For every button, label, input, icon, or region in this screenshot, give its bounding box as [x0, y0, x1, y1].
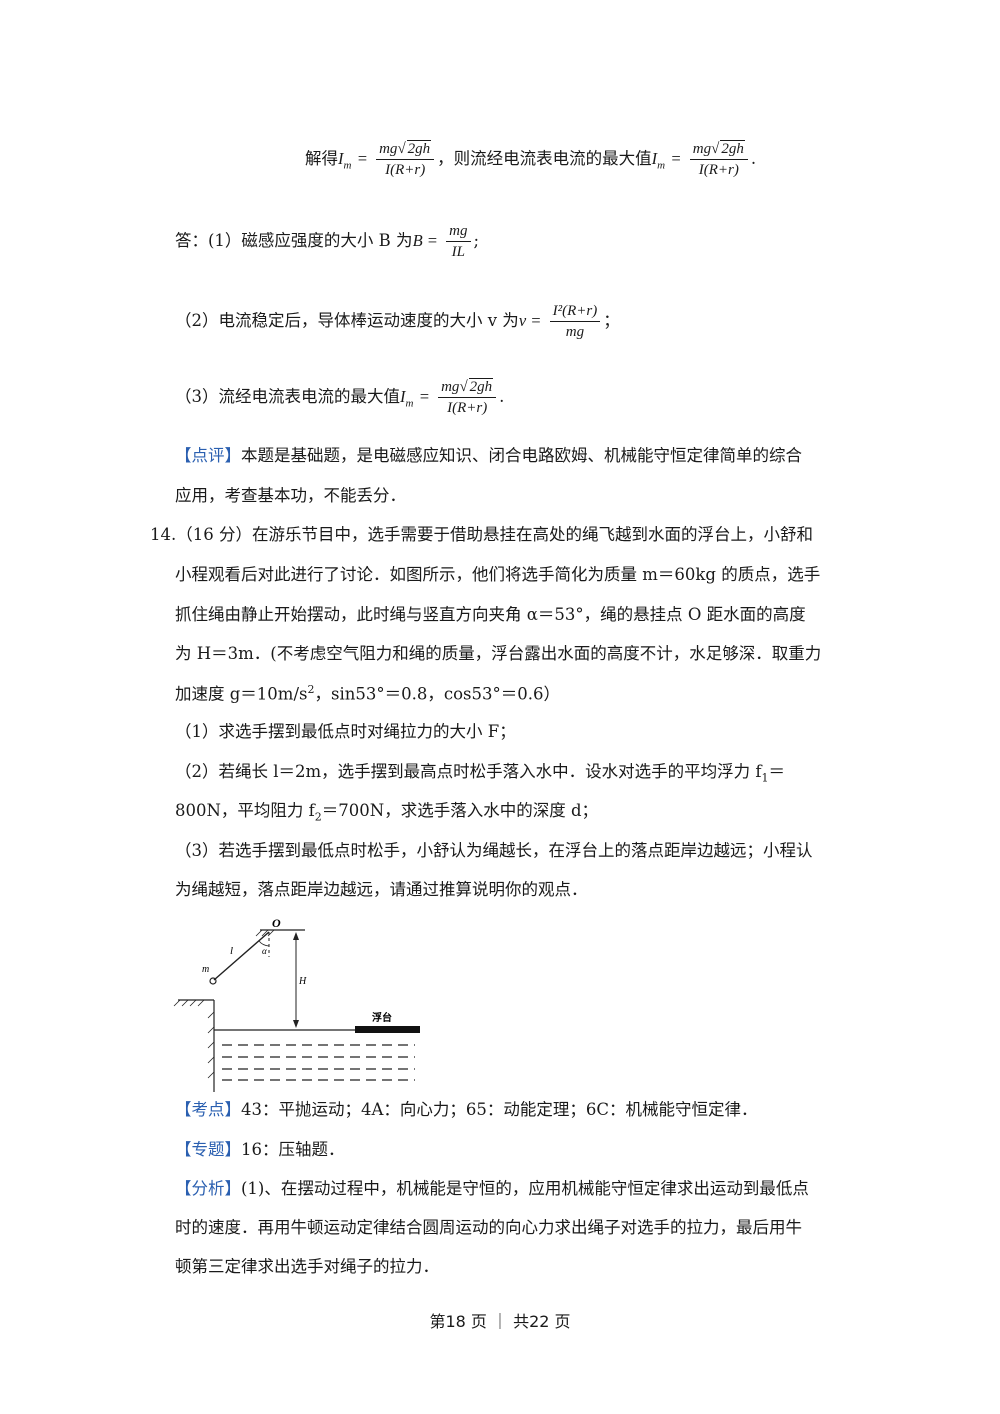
- equals-sign-3: =: [418, 387, 430, 406]
- zhuanti-line: 【专题】16：压轴题．: [175, 1140, 345, 1160]
- fenxi-text-1: (1)、在摆动过程中，机械能是守恒的，应用机械能守恒定律求出运动到最低点: [241, 1179, 809, 1198]
- review-line-2: 应用，考查基本功，不能丢分．: [175, 486, 406, 506]
- problem-line-2: 小程观看后对此进行了讨论．如图所示，他们将选手简化为质量 m＝60kg 的质点，…: [175, 565, 821, 584]
- semicolon-2: ；: [603, 311, 620, 330]
- answer-1: 答：(1）磁感应强度的大小 B 为B = mg IL ;: [175, 222, 479, 261]
- semicolon: ;: [473, 231, 480, 250]
- review-line-1: 【点评】本题是基础题，是电磁感应知识、闭合电路欧姆、机械能守恒定律简单的综合: [175, 446, 802, 466]
- im-symbol-3: Im: [400, 387, 414, 410]
- answer-2-label: （2）电流稳定后，导体棒运动速度的大小 v 为: [175, 311, 519, 330]
- fenxi-line-2: 时的速度．再用牛顿运动定律结合圆周运动的向心力求出绳子对选手的拉力，最后用牛: [175, 1218, 802, 1237]
- pendulum-figure: O l α m H 浮台: [173, 916, 420, 1092]
- im-symbol-2: Im: [651, 149, 666, 172]
- kaodian-text: 43：平抛运动；4A：向心力；65：动能定理；6C：机械能守恒定律．: [241, 1100, 758, 1119]
- problem-line-3: 抓住绳由静止开始摆动，此时绳与竖直方向夹角 α＝53°，绳的悬挂点 O 距水面的…: [175, 605, 806, 624]
- b-expr: B =: [412, 231, 438, 250]
- answer-2: （2）电流稳定后，导体棒运动速度的大小 v 为v = I²(R+r) mg ；: [175, 302, 620, 341]
- review-text-2: 应用，考查基本功，不能丢分．: [175, 486, 406, 505]
- im-fraction: mg√2gh I(R+r): [376, 140, 435, 179]
- solve-mid-text: ，则流经电流表电流的最大值: [437, 149, 652, 168]
- review-text-1: 本题是基础题，是电磁感应知识、闭合电路欧姆、机械能守恒定律简单的综合: [241, 446, 802, 465]
- page-footer: 第18 页 ｜ 共22 页: [429, 1312, 571, 1331]
- period: .: [750, 149, 757, 168]
- problem-line-1: 14.（16 分）在游乐节目中，选手需要于借助悬挂在高处的绳飞越到水面的浮台上，…: [150, 525, 813, 544]
- fenxi-tag: 【分析】: [175, 1179, 241, 1198]
- question-3-line-1: （3）若选手摆到最低点时松手，小舒认为绳越长，在浮台上的落点距岸边越远；小程认: [175, 841, 813, 860]
- label-h: H: [298, 976, 307, 987]
- label-alpha: α: [262, 946, 267, 956]
- zhuanti-tag: 【专题】: [175, 1140, 241, 1159]
- im-symbol: Im: [338, 149, 352, 172]
- question-2-line-2: 800N，平均阻力 f2＝700N，求选手落入水中的深度 d；: [175, 801, 599, 824]
- platform-shape: [355, 1026, 420, 1033]
- question-2-line-1: （2）若绳长 l＝2m，选手摆到最高点时松手落入水中．设水对选手的平均浮力 f1…: [175, 762, 786, 785]
- answer-3: （3）流经电流表电流的最大值Im = mg√2gh I(R+r) .: [175, 378, 504, 417]
- b-fraction: mg IL: [446, 222, 471, 261]
- fenxi-line-1: 【分析】(1)、在摆动过程中，机械能是守恒的，应用机械能守恒定律求出运动到最低点: [175, 1179, 809, 1199]
- v-fraction: I²(R+r) mg: [549, 302, 601, 341]
- im-fraction-2: mg√2gh I(R+r): [689, 140, 748, 179]
- label-platform: 浮台: [372, 1011, 392, 1024]
- fenxi-line-3: 顿第三定律求出选手对绳子的拉力．: [175, 1257, 439, 1276]
- question-1: （1）求选手摆到最低点时对绳拉力的大小 F；: [175, 722, 516, 741]
- problem-line-4: 为 H＝3m．(不考虑空气阻力和绳的质量，浮台露出水面的高度不计，水足够深．取重…: [175, 644, 822, 663]
- equals-sign: =: [356, 149, 368, 168]
- im-fraction-3: mg√2gh I(R+r): [438, 378, 497, 417]
- zhuanti-text: 16：压轴题．: [241, 1140, 345, 1159]
- kaodian-tag: 【考点】: [175, 1100, 241, 1119]
- answer-3-label: （3）流经电流表电流的最大值: [175, 387, 400, 406]
- solution-line-im: 解得Im = mg√2gh I(R+r) ，则流经电流表电流的最大值Im = m…: [305, 140, 756, 179]
- question-3-line-2: 为绳越短，落点距岸边越远，请通过推算说明你的观点．: [175, 880, 588, 899]
- answer-1-label: 答：(1）磁感应强度的大小 B 为: [175, 231, 413, 250]
- solve-prefix: 解得: [305, 149, 338, 168]
- label-l: l: [230, 945, 233, 957]
- period-3: .: [499, 387, 505, 406]
- label-m: m: [202, 964, 209, 975]
- label-o: O: [272, 916, 281, 930]
- review-tag: 【点评】: [175, 446, 241, 465]
- equals-sign-2: =: [670, 149, 682, 168]
- kaodian-line: 【考点】43：平抛运动；4A：向心力；65：动能定理；6C：机械能守恒定律．: [175, 1100, 758, 1120]
- v-expr: v =: [518, 311, 542, 330]
- problem-line-5: 加速度 g＝10m/s2，sin53°＝0.8，cos53°＝0.6）: [175, 683, 560, 704]
